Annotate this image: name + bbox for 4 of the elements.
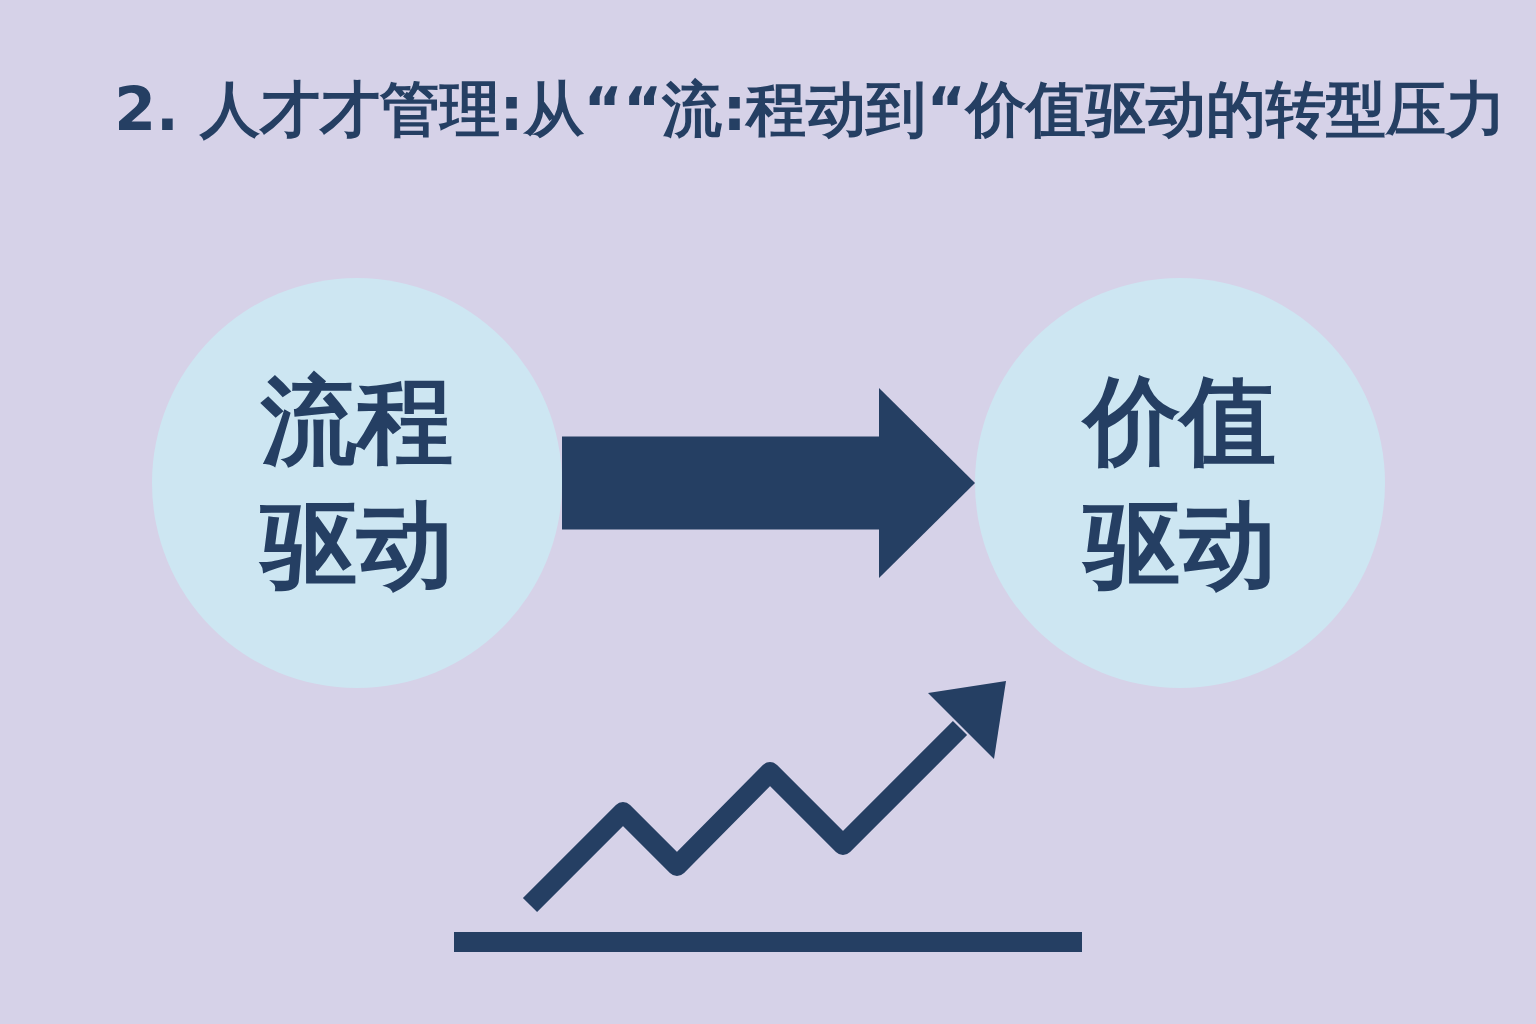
circle-label: 价值驱动 [1070, 359, 1290, 607]
block-arrow [562, 388, 975, 578]
title: 2. 人才才管理:从““流:程动到“价值驱动的转型压力 [113, 73, 1507, 146]
circle-label: 流程驱动 [258, 364, 454, 603]
